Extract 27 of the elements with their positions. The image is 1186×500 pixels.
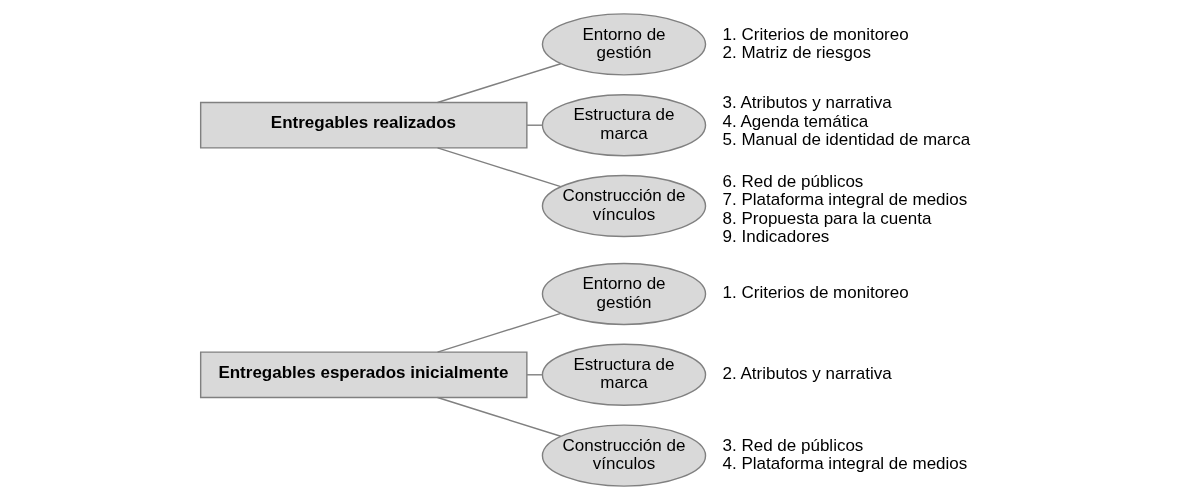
node-ellipse: Estructura de marca — [541, 343, 706, 406]
node-box: Entregables realizados — [199, 101, 528, 149]
connector — [436, 147, 561, 188]
node-ellipse: Estructura de marca — [541, 94, 706, 157]
node-label: 4. Agenda temática — [722, 111, 868, 131]
node-box: Entregables esperados inicialmente — [199, 351, 528, 399]
node-ellipse: Construcción de vínculos — [541, 174, 706, 238]
node-label: 1. Criterios de monitoreo — [722, 283, 909, 303]
node-label: 1. Criterios de monitoreo — [722, 24, 909, 44]
node-label: 2. Atributos y narrativa — [722, 364, 892, 384]
connector — [436, 63, 561, 104]
node-label: 7. Plataforma integral de medios — [722, 190, 967, 210]
node-label: 3. Red de públicos — [722, 435, 863, 455]
node-ellipse: Construcción de vínculos — [541, 424, 706, 487]
node-ellipse: Entorno de gestión — [541, 262, 706, 326]
connector — [525, 374, 543, 376]
node-label: 3. Atributos y narrativa — [722, 93, 892, 113]
node-label: 9. Indicadores — [722, 227, 829, 247]
connector — [436, 312, 561, 353]
node-label: 8. Propuesta para la cuenta — [722, 208, 931, 228]
node-label: 2. Matriz de riesgos — [722, 42, 871, 62]
connector — [525, 124, 543, 126]
node-label: 4. Plataforma integral de medios — [722, 454, 967, 474]
connector — [436, 396, 561, 437]
node-label: 5. Manual de identidad de marca — [722, 130, 970, 150]
node-ellipse: Entorno de gestión — [541, 13, 706, 76]
node-label: 6. Red de públicos — [722, 172, 863, 192]
